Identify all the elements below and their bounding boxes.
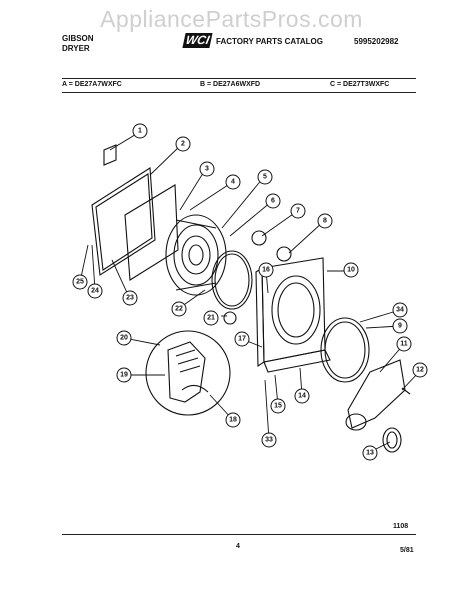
svg-text:8: 8 bbox=[323, 218, 327, 225]
callout-1: 1 bbox=[132, 123, 148, 139]
svg-text:2: 2 bbox=[181, 141, 185, 148]
callout-2: 2 bbox=[175, 136, 191, 152]
header-rule-bottom bbox=[62, 92, 416, 93]
callout-4: 4 bbox=[225, 174, 241, 190]
part-duct-chute bbox=[345, 359, 406, 431]
callout-19: 19 bbox=[116, 367, 132, 383]
catalog-title: FACTORY PARTS CATALOG bbox=[216, 37, 323, 46]
callout-23: 23 bbox=[122, 290, 138, 306]
model-a: A = DE27A7WXFC bbox=[62, 81, 122, 88]
svg-text:13: 13 bbox=[366, 450, 374, 457]
svg-text:3: 3 bbox=[205, 166, 209, 173]
callout-11: 11 bbox=[396, 336, 412, 352]
callout-25: 25 bbox=[72, 274, 88, 290]
svg-text:21: 21 bbox=[207, 315, 215, 322]
catalog-number: 5995202982 bbox=[354, 37, 399, 46]
svg-text:1: 1 bbox=[138, 128, 142, 135]
svg-text:23: 23 bbox=[126, 295, 134, 302]
svg-text:25: 25 bbox=[76, 279, 84, 286]
callout-15: 15 bbox=[270, 398, 286, 414]
svg-text:6: 6 bbox=[271, 198, 275, 205]
callout-3: 3 bbox=[199, 161, 215, 177]
part-small-fittings bbox=[223, 230, 292, 325]
watermark: AppliancePartsPros.com bbox=[100, 6, 363, 32]
callout-7: 7 bbox=[290, 203, 306, 219]
part-insulation-sheet bbox=[124, 184, 179, 281]
svg-text:20: 20 bbox=[120, 335, 128, 342]
footer-rule bbox=[62, 534, 416, 535]
callout-34: 34 bbox=[392, 302, 408, 318]
svg-text:5: 5 bbox=[263, 174, 267, 181]
callout-9: 9 bbox=[392, 318, 408, 334]
part-bottom-rail bbox=[263, 349, 331, 373]
svg-text:11: 11 bbox=[400, 341, 408, 348]
svg-text:22: 22 bbox=[175, 306, 183, 313]
svg-text:18: 18 bbox=[229, 417, 237, 424]
part-round-grommet bbox=[382, 427, 402, 453]
svg-text:19: 19 bbox=[120, 372, 128, 379]
svg-text:24: 24 bbox=[91, 288, 99, 295]
callout-24: 24 bbox=[87, 283, 103, 299]
callout-8: 8 bbox=[317, 213, 333, 229]
callout-5: 5 bbox=[257, 169, 273, 185]
callout-14: 14 bbox=[294, 388, 310, 404]
callout-21: 21 bbox=[203, 310, 219, 326]
callout-12: 12 bbox=[412, 362, 428, 378]
page-number: 4 bbox=[236, 543, 240, 550]
part-access-panel bbox=[91, 167, 156, 276]
part-seal-ring bbox=[211, 250, 253, 310]
svg-text:10: 10 bbox=[347, 267, 355, 274]
callout-20: 20 bbox=[116, 330, 132, 346]
svg-text:33: 33 bbox=[265, 437, 273, 444]
svg-text:12: 12 bbox=[416, 367, 424, 374]
callout-13: 13 bbox=[362, 445, 378, 461]
part-door-gasket bbox=[320, 317, 370, 383]
brand-line2: DRYER bbox=[62, 44, 90, 53]
part-bracket bbox=[103, 144, 117, 166]
header-rule-top bbox=[62, 78, 416, 79]
part-blower-housing bbox=[165, 214, 227, 296]
callout-18: 18 bbox=[225, 412, 241, 428]
revision-date: 5/81 bbox=[400, 547, 414, 554]
callout-17: 17 bbox=[234, 331, 250, 347]
drawing-code: 1108 bbox=[393, 523, 409, 530]
callout-10: 10 bbox=[343, 262, 359, 278]
model-b: B = DE27A6WXFD bbox=[200, 81, 261, 88]
svg-text:16: 16 bbox=[262, 267, 270, 274]
svg-text:4: 4 bbox=[231, 179, 235, 186]
callout-33: 33 bbox=[261, 432, 277, 448]
detail-magnifier bbox=[145, 330, 231, 416]
part-screw bbox=[401, 387, 411, 395]
svg-text:15: 15 bbox=[274, 403, 282, 410]
callout-16: 16 bbox=[258, 262, 274, 278]
svg-text:14: 14 bbox=[298, 393, 306, 400]
callout-6: 6 bbox=[265, 193, 281, 209]
svg-text:17: 17 bbox=[238, 336, 246, 343]
svg-text:9: 9 bbox=[398, 323, 402, 330]
brand-line1: GIBSON bbox=[62, 34, 94, 43]
svg-text:34: 34 bbox=[396, 307, 404, 314]
svg-text:7: 7 bbox=[296, 208, 300, 215]
callout-22: 22 bbox=[171, 301, 187, 317]
leader-lines bbox=[79, 132, 420, 453]
model-c: C = DE27T3WXFC bbox=[330, 81, 390, 88]
